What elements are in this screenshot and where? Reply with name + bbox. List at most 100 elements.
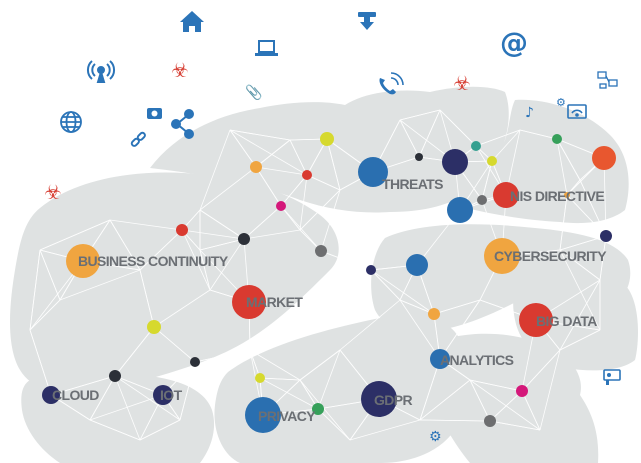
network-line [209, 238, 245, 291]
network-line [199, 249, 211, 291]
brain-lobe-bottom [214, 314, 468, 463]
network-line [181, 229, 245, 240]
network-line [419, 419, 491, 422]
node-small [276, 201, 286, 211]
node-small [428, 308, 440, 320]
share-icon [171, 109, 194, 139]
network-line [229, 129, 291, 141]
node-small [147, 320, 161, 334]
network-line [89, 375, 116, 421]
label-market: MARKET [246, 294, 303, 310]
network-line [317, 349, 341, 410]
node-nis-directive [493, 182, 519, 208]
wifi-tower-icon [86, 60, 116, 83]
network-line [114, 375, 181, 421]
node-privacy [245, 397, 281, 433]
network-line [469, 379, 541, 431]
network-line [109, 219, 141, 271]
download-icon [358, 12, 376, 30]
network-line [306, 174, 341, 191]
network-line [139, 269, 155, 328]
network-line [259, 377, 319, 410]
node-cybersecurity [484, 238, 520, 274]
node-small [516, 385, 528, 397]
network-line [439, 299, 481, 360]
network-line [559, 235, 607, 251]
label-big-data: BIG DATA [536, 313, 597, 329]
network-line [194, 349, 251, 363]
settings-icon: ⚙ [556, 96, 566, 109]
label-privacy: PRIVACY [258, 408, 316, 424]
node-small [176, 224, 188, 236]
network-line [439, 109, 477, 147]
network-line [199, 166, 257, 211]
network-line [109, 219, 183, 231]
label-business-continuity: BUSINESS CONTINUITY [78, 253, 229, 269]
settings-icon: ⚙ [429, 429, 442, 445]
network-line [179, 361, 196, 421]
cctv-icon [603, 369, 621, 385]
network-line [579, 179, 607, 237]
laptop-icon [255, 40, 278, 56]
network-line [50, 375, 116, 396]
network-line [39, 249, 61, 301]
network-line [370, 269, 435, 315]
label-iot: IOT [160, 387, 183, 403]
network-line [255, 166, 282, 207]
network-line [559, 279, 601, 351]
network-line [433, 299, 481, 315]
label-nis-directive: NIS DIRECTIVE [510, 188, 604, 204]
network-line [603, 157, 607, 237]
network-line [259, 377, 301, 381]
network-line [489, 420, 541, 431]
network-line [399, 109, 441, 121]
network-line [255, 166, 308, 176]
network-line [59, 269, 141, 301]
label-threats: THREATS [382, 176, 443, 192]
node-small [238, 233, 250, 245]
network-line [199, 238, 245, 251]
network-line [419, 358, 441, 421]
network-line [299, 349, 341, 381]
network-line [419, 379, 471, 421]
network-line [199, 129, 231, 211]
network-line [566, 179, 581, 196]
node-threats [358, 157, 388, 187]
network-line [399, 119, 420, 158]
network-line [280, 174, 308, 207]
network-line [399, 299, 435, 315]
network-line [320, 250, 372, 271]
network-line [299, 379, 351, 441]
node-small [471, 141, 481, 151]
network-line [299, 189, 341, 231]
node-small [315, 245, 327, 257]
network-line [349, 419, 421, 441]
node-small [552, 134, 562, 144]
node-small [366, 265, 376, 275]
network-line [29, 329, 52, 396]
network-line [29, 299, 61, 331]
node-big-data [519, 303, 553, 337]
node-iot [153, 385, 173, 405]
network-line [280, 205, 301, 231]
node-gdpr [361, 381, 397, 417]
node-small [477, 195, 487, 205]
topic-labels: BUSINESS CONTINUITY MARKET THREATS NIS D… [52, 176, 608, 424]
network-line [229, 129, 308, 176]
node-small [484, 415, 496, 427]
link-icon [130, 131, 146, 147]
network-line [491, 129, 521, 162]
network-line [299, 174, 308, 231]
camera-icon [147, 108, 162, 119]
globe-icon [60, 111, 82, 133]
node-market [232, 285, 266, 319]
network-line [139, 419, 181, 441]
network-line [469, 379, 491, 422]
node-small [312, 403, 324, 415]
network-line [199, 209, 245, 240]
network-line [539, 349, 561, 431]
node-small [564, 192, 570, 198]
network-line [521, 349, 561, 392]
network-line [339, 299, 401, 351]
